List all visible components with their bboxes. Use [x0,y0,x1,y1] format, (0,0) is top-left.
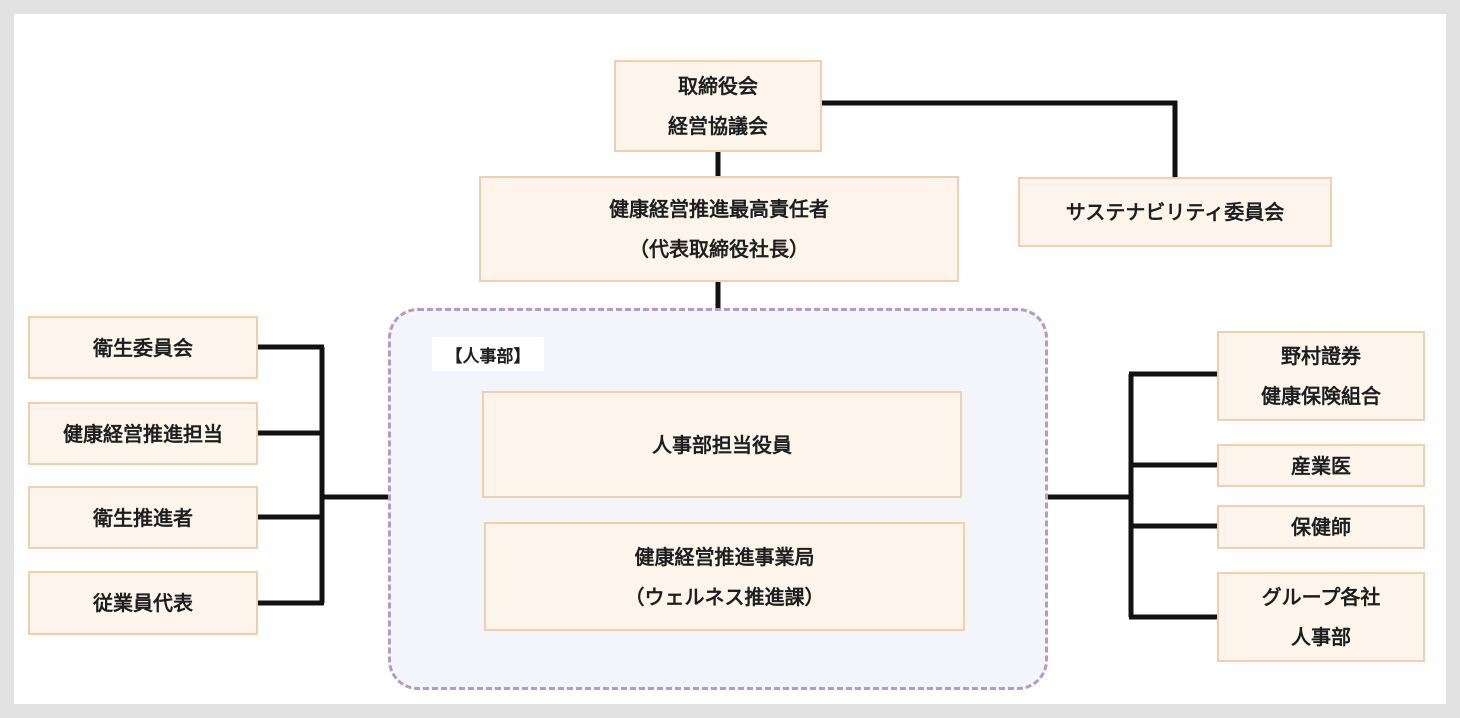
officer-line1: 健康経営推進最高責任者 [609,197,829,221]
hr-executive-box: 人事部担当役員 [482,391,962,498]
right-box-health-insurance: 野村證券 健康保険組合 [1217,331,1425,421]
left-box-health-promotion: 健康経営推進担当 [28,402,258,465]
board-line2: 経営協議会 [668,114,768,138]
wellness-office-line1: 健康経営推進事業局 [634,544,815,569]
left-box-label: 衛生推進者 [93,505,193,530]
hr-department-label: 【人事部】 [432,337,544,371]
union-line1: 野村證券 [1281,344,1361,368]
left-box-employee-rep: 従業員代表 [28,571,258,635]
doctor-label: 産業医 [1291,453,1351,478]
union-line2: 健康保険組合 [1261,384,1381,408]
left-box-hygiene-promoter: 衛生推進者 [28,486,258,549]
sustainability-box: サステナビリティ委員会 [1018,177,1332,247]
left-box-label: 健康経営推進担当 [63,421,223,446]
nurse-label: 保健師 [1291,515,1351,539]
board-line1: 取締役会 [678,74,758,98]
left-box-label: 衛生委員会 [93,335,193,360]
right-box-public-health-nurse: 保健師 [1217,505,1425,549]
left-box-health-committee: 衛生委員会 [28,316,258,379]
officer-line2: （代表取締役社長） [629,237,809,261]
officer-box: 健康経営推進最高責任者 （代表取締役社長） [479,176,959,282]
left-box-label: 従業員代表 [93,591,193,615]
board-box: 取締役会 経営協議会 [614,60,822,152]
right-box-industrial-doctor: 産業医 [1217,444,1425,487]
connector-board-sustainability [822,100,1178,178]
group-line2: 人事部 [1291,625,1351,649]
hr-executive-label: 人事部担当役員 [652,432,792,457]
wellness-office-line2: （ウェルネス推進課） [624,584,825,609]
group-line1: グループ各社 [1261,585,1381,609]
right-box-group-hr: グループ各社 人事部 [1217,572,1425,662]
sustainability-label: サステナビリティ委員会 [1065,200,1285,224]
wellness-office-box: 健康経営推進事業局 （ウェルネス推進課） [484,522,965,631]
